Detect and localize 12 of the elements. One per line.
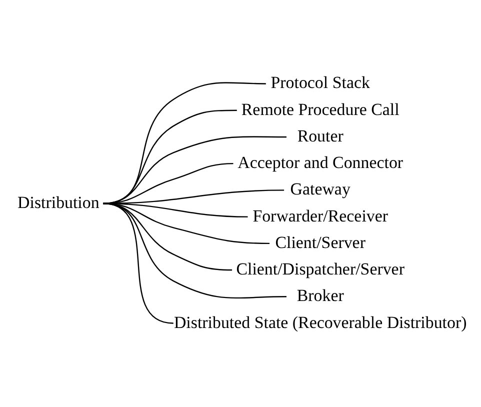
- node-text: Distribution: [18, 192, 100, 212]
- node-text: Acceptor and Connector: [238, 153, 404, 172]
- node-text: Broker: [296, 286, 344, 306]
- node-text: Distributed State (Recoverable Distributor): [174, 312, 467, 332]
- node-text: Protocol Stack: [270, 73, 370, 92]
- node-text: Router: [297, 126, 344, 146]
- node-text: Client/Server: [275, 232, 366, 252]
- node-text: Client/Dispatcher/Server: [236, 260, 404, 279]
- node-text: Gateway: [290, 180, 350, 199]
- connector: [103, 202, 174, 324]
- node-text: Forwarder/Receiver: [252, 206, 388, 226]
- node-text: Remote Procedure Call: [241, 100, 400, 119]
